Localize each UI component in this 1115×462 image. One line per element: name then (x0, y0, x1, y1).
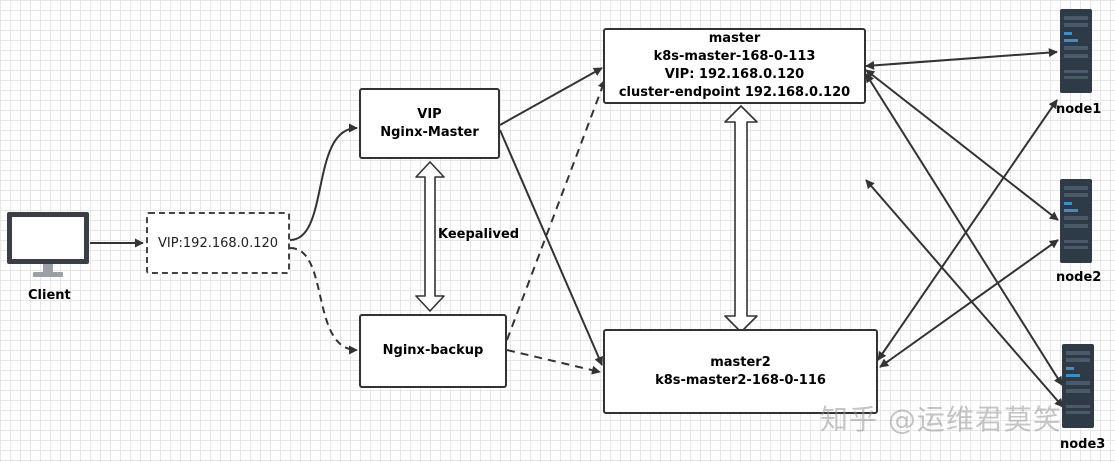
keepalived-double-arrow (415, 161, 445, 312)
master2-hostname: k8s-master2-168-0-116 (655, 372, 826, 388)
master-cluster-endpoint: cluster-endpoint 192.168.0.120 (618, 85, 851, 100)
watermark-text: 知乎 @运维君莫笑 (820, 403, 1062, 436)
node1-label: node1 (1056, 102, 1102, 117)
master-node2-connector (865, 69, 1059, 221)
vip-address-text: VIP:192.168.0.120 (157, 235, 279, 251)
client-label: Client (28, 288, 71, 303)
nginx-master-to-master-connector (499, 67, 603, 126)
node2-server-icon (1060, 179, 1092, 263)
node3-server-icon (1062, 344, 1094, 428)
master-vip: VIP: 192.168.0.120 (664, 67, 805, 82)
master-box[interactable]: master k8s-master-168-0-113 VIP: 192.168… (603, 28, 866, 104)
master2-box[interactable]: master2 k8s-master2-168-0-116 (603, 329, 878, 414)
master2-node1-connector (877, 99, 1058, 361)
nginx-backup-box[interactable]: Nginx-backup (359, 314, 507, 388)
vip-to-nginx-backup-connector (289, 247, 358, 355)
master-node1-connector (865, 48, 1058, 70)
node2-label: node2 (1056, 270, 1102, 285)
nginx-master-to-master2-connector (499, 129, 603, 366)
master-node3-connector (865, 73, 1063, 386)
node3-label: node3 (1060, 437, 1106, 452)
nginx-master-name: Nginx-Master (380, 124, 479, 140)
nginx-master-vip-line: VIP (417, 106, 442, 122)
nginx-master-box[interactable]: VIP Nginx-Master (359, 88, 500, 159)
master2-title: master2 (710, 354, 771, 370)
vip-box[interactable]: VIP:192.168.0.120 (146, 212, 290, 274)
client-monitor-icon (7, 212, 89, 277)
master-title: master (708, 31, 761, 46)
master2-node2-connector (879, 239, 1059, 368)
nginx-backup-name: Nginx-backup (382, 343, 484, 358)
master-hostname: k8s-master-168-0-113 (653, 49, 816, 64)
vip-to-nginx-master-connector (289, 123, 358, 241)
keepalived-label: Keepalived (438, 227, 520, 242)
master2-node3-connector (865, 179, 1064, 408)
nginx-backup-to-master-connector (506, 79, 607, 341)
nginx-backup-to-master2-connector (506, 349, 601, 375)
master-sync-double-arrow (724, 105, 758, 333)
node1-server-icon (1060, 9, 1092, 93)
